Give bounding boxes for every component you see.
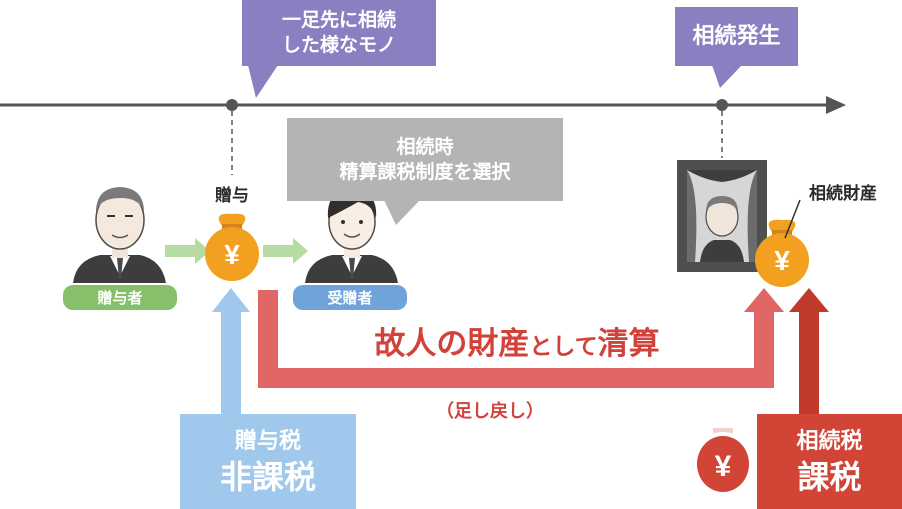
bubble-tail-settlement bbox=[384, 200, 420, 225]
donor-pill-text: 贈与者 bbox=[97, 289, 143, 307]
early-inheritance-line1: 一足先に相続 bbox=[281, 9, 396, 31]
inheritance-tax-line2: 課税 bbox=[797, 457, 862, 496]
timeline bbox=[0, 96, 846, 175]
memorial-portrait-icon bbox=[677, 160, 767, 272]
settlement-choice-line2: 精算課税制度を選択 bbox=[339, 160, 511, 183]
estate-pointer-line bbox=[784, 199, 801, 239]
gift-tax-box: 贈与税 非課税 bbox=[180, 414, 356, 509]
settlement-big-text-1: 故人の財産 bbox=[374, 326, 530, 362]
settlement-choice-bubble: 相続時 精算課税制度を選択 bbox=[287, 118, 563, 201]
recipient-person-icon bbox=[305, 190, 398, 283]
estate-money-bag-icon: ¥ bbox=[755, 219, 809, 287]
gift-money-bag-icon: ¥ bbox=[205, 213, 259, 281]
gift-tax-line2: 非課税 bbox=[219, 457, 316, 496]
gift-tax-line1: 贈与税 bbox=[234, 428, 301, 454]
estate-label: 相続財産 bbox=[786, 178, 900, 204]
recipient-pill-text: 受贈者 bbox=[327, 289, 373, 307]
svg-text:¥: ¥ bbox=[715, 450, 732, 483]
gift-label: 贈与 bbox=[200, 180, 264, 206]
donor-person-icon bbox=[73, 187, 166, 283]
inheritance-tax-line1: 相続税 bbox=[796, 428, 863, 454]
give-back-label: （足し戻し） bbox=[405, 396, 575, 424]
settlement-small-text: として bbox=[529, 334, 598, 360]
inheritance-event-bubble: 相続発生 bbox=[675, 7, 798, 66]
svg-text:¥: ¥ bbox=[224, 239, 240, 270]
inheritance-tax-arrow bbox=[789, 288, 829, 414]
gift-label-text: 贈与 bbox=[215, 185, 249, 206]
inheritance-event-label: 相続発生 bbox=[692, 24, 781, 49]
settlement-big-text-2: 清算 bbox=[597, 326, 660, 362]
inheritance-tax-box: 相続税 課税 bbox=[757, 414, 902, 509]
bubble-tail-event bbox=[712, 65, 742, 88]
recipient-pill: 受贈者 bbox=[293, 285, 407, 310]
estate-label-text: 相続財産 bbox=[809, 183, 877, 204]
settlement-choice-line1: 相続時 bbox=[396, 135, 454, 158]
settlement-arrow bbox=[258, 288, 784, 388]
donor-pill: 贈与者 bbox=[63, 285, 177, 310]
gift-flow-arrow-left bbox=[165, 238, 210, 264]
settlement-heading: 故人の財産 として 清算 bbox=[332, 318, 702, 364]
bubble-tail-early bbox=[248, 65, 278, 98]
give-back-text: （足し戻し） bbox=[436, 401, 544, 422]
early-inheritance-bubble: 一足先に相続 した様なモノ bbox=[242, 0, 436, 66]
gift-tax-arrow bbox=[212, 288, 250, 414]
early-inheritance-line2: した様なモノ bbox=[281, 34, 396, 56]
gift-flow-arrow-right bbox=[263, 238, 308, 264]
svg-text:¥: ¥ bbox=[774, 245, 790, 276]
tax-money-bag-icon: ¥ bbox=[693, 416, 753, 496]
